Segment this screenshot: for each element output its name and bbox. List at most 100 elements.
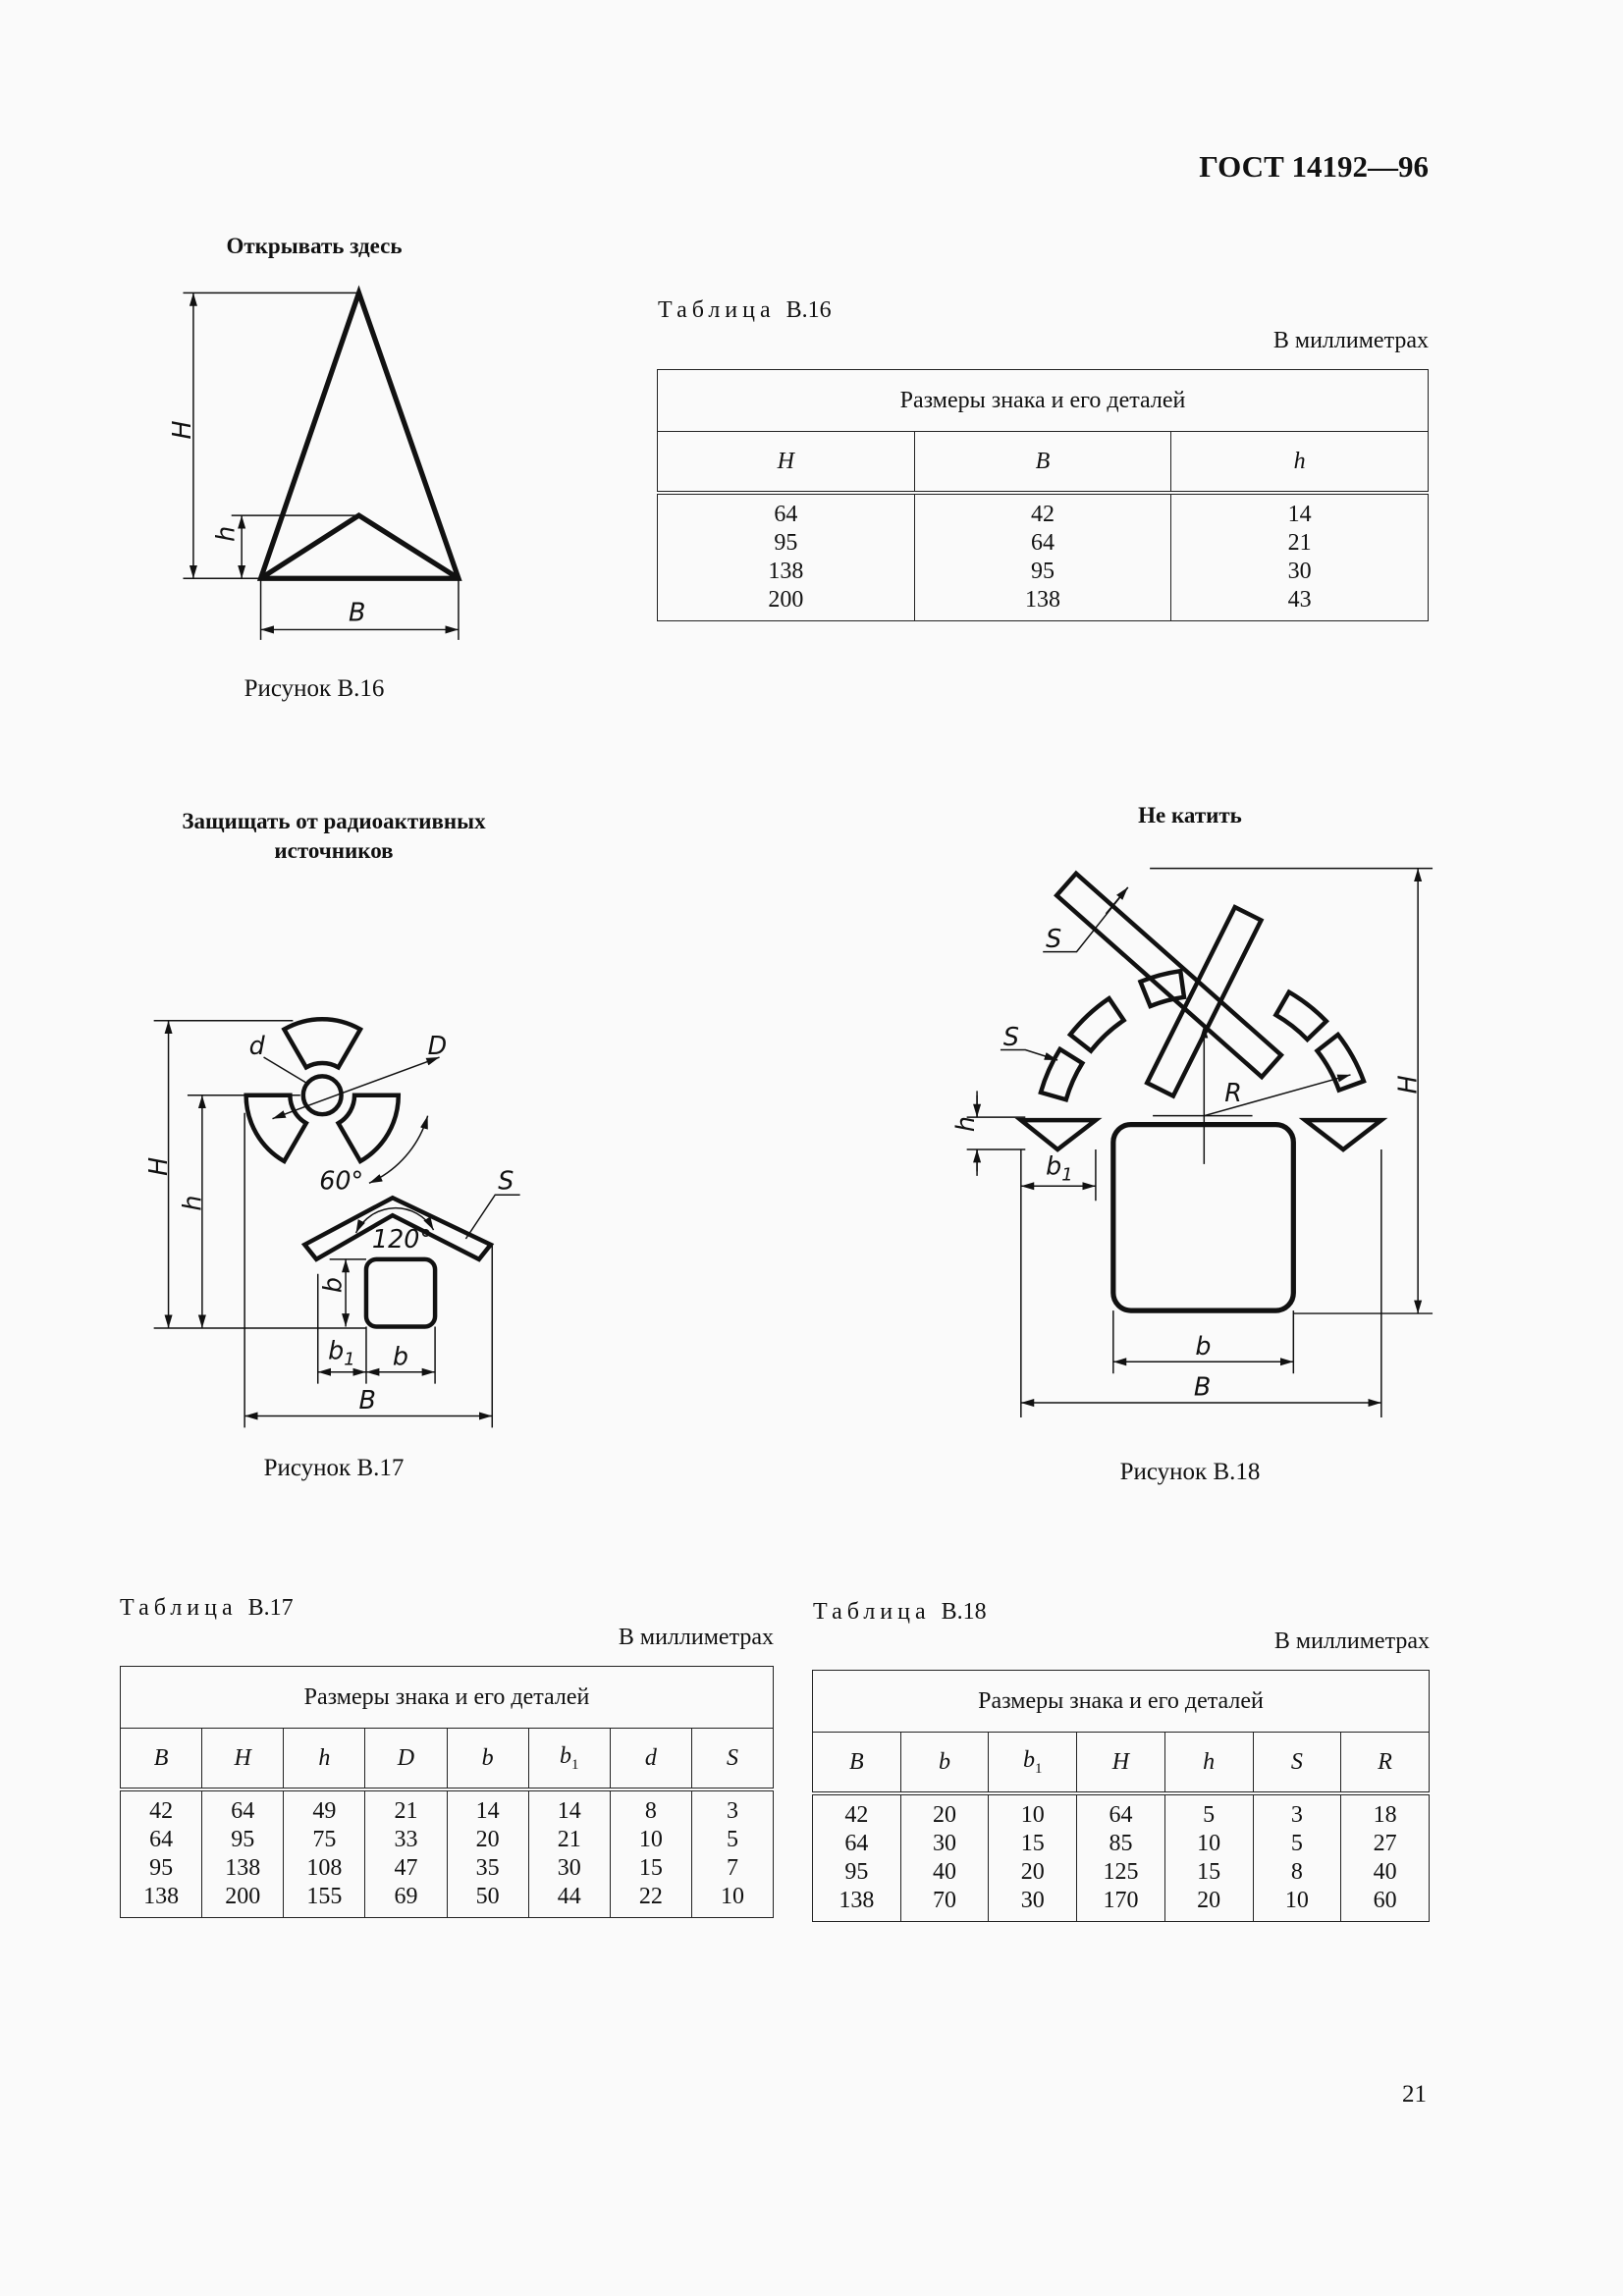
table-cell: 35 [475,1855,500,1881]
house-window [363,1256,438,1329]
figure-16-caption: Рисунок В.16 [243,675,385,702]
triangle-outline [256,285,462,581]
table-cell: 138 [768,559,804,584]
table-cell: 30 [1020,1888,1045,1913]
label-b-18: b [1195,1331,1211,1361]
table-cell: 43 [1287,587,1312,613]
table-cell: 10 [1020,1802,1045,1828]
wheel-rim-segment [1137,968,1187,1009]
label-b1-17: b1 [328,1335,355,1369]
label-R: R [1224,1078,1242,1107]
wheel-spoke [1054,870,1284,1081]
label-60: 60° [319,1165,363,1195]
table-16-caption: Таблица В.16 [658,297,832,324]
table-cell: 69 [394,1884,418,1909]
figure-17-labels: d D H h 60° 120° S b b1 b B [143,1031,514,1415]
right-triangle [1298,1117,1388,1152]
figure-18-title: Не катить [1138,803,1242,828]
table-cell: 21 [394,1798,418,1824]
table-cell: 15 [1197,1859,1221,1885]
table-cell: 10 [638,1827,663,1852]
table-cell: 138 [839,1888,875,1913]
table-cell: 95 [149,1855,174,1881]
label-h-17: h [177,1196,206,1211]
table-cell: 30 [1287,559,1312,584]
column-header: B [119,1728,203,1791]
figure-17-title-line2: источников [274,838,394,863]
table-cell: 20 [1020,1859,1045,1885]
table-cell: 64 [149,1827,174,1852]
column-header: d [609,1728,692,1791]
label-H: H [167,420,196,439]
table-cell: 5 [726,1827,738,1852]
table-16-units: В миллиметрах [1272,328,1429,353]
table-cell: 10 [720,1884,744,1909]
table-cell: 10 [1284,1888,1309,1913]
table-cell: 3 [726,1798,738,1824]
table-18-caption-num: В.18 [941,1599,987,1625]
group-header: Размеры знака и его деталей [657,369,1429,432]
column-header: H [1076,1732,1165,1795]
table-cell: 138 [225,1855,261,1881]
label-S-17: S [498,1165,514,1195]
label-b-17: b [393,1341,408,1370]
table-cell: 18 [1373,1802,1397,1828]
angle-60-arc [368,1115,429,1184]
figure-16-drawing [183,285,462,640]
figure-16-labels: H h B [167,420,366,626]
table-cell: 95 [774,530,798,556]
table-cell: 15 [1020,1831,1045,1856]
label-b1-18: b1 [1046,1150,1073,1185]
table-cell: 20 [933,1802,957,1828]
page-number: 21 [1402,2081,1427,2108]
house-roof [300,1195,495,1262]
table-cell: 42 [844,1802,869,1828]
table-16-caption-num: В.16 [785,297,832,323]
table-cell: 14 [1287,502,1312,527]
extension-lines-18 [966,867,1434,1417]
table-cell: 64 [231,1798,255,1824]
table-cell: 170 [1103,1888,1139,1913]
table-cell: 50 [475,1884,500,1909]
extension-lines-17 [153,1019,494,1428]
table-cell-column: 21 33 47 69 [364,1789,448,1918]
table-cell: 60 [1373,1888,1397,1913]
label-D: D [428,1031,448,1060]
figure-18-caption: Рисунок В.18 [1119,1459,1261,1485]
figure-18-labels: S S R h b1 H b B [950,924,1423,1401]
table-cell: 42 [1030,502,1055,527]
leader-S-17 [464,1194,520,1240]
extension-lines [183,292,460,640]
table-cell: 5 [1290,1831,1303,1856]
wheel-rim-segment [1272,988,1329,1043]
table-cell: 33 [394,1827,418,1852]
label-120: 120° [372,1224,432,1254]
table-cell: 42 [149,1798,174,1824]
column-header: h [283,1728,366,1791]
figure-17-caption: Рисунок В.17 [263,1455,405,1481]
table-cell: 47 [394,1855,418,1881]
label-S-left: S [1003,1022,1019,1051]
column-header: S [1252,1732,1342,1795]
figure-17-title-line1: Защищать от радиоактивных [182,809,486,833]
leader-d [263,1056,308,1085]
column-header: D [364,1728,448,1791]
table-cell: 27 [1373,1831,1397,1856]
table-cell: 85 [1109,1831,1133,1856]
column-header: R [1340,1732,1430,1795]
figure-17-drawing [153,1016,520,1428]
table-cell: 64 [844,1831,869,1856]
wheel-rim-segment [1066,994,1127,1054]
table-cell: 10 [1197,1831,1221,1856]
